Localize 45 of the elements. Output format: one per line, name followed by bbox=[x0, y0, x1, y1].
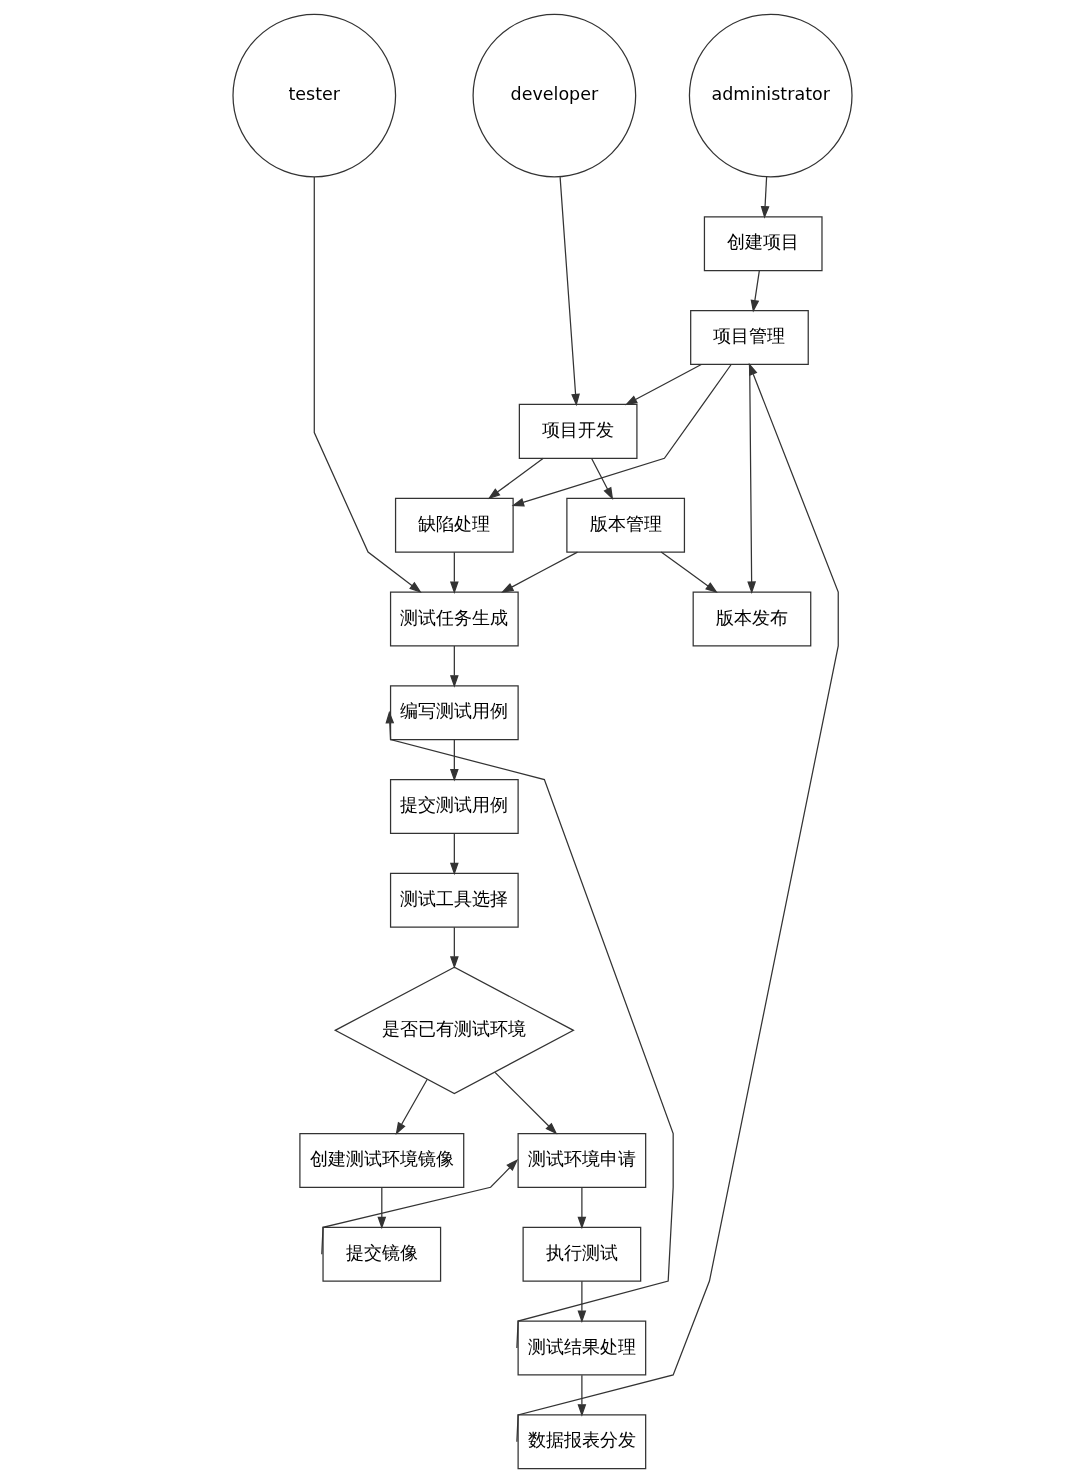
node-box: 执行测试 bbox=[522, 1226, 641, 1282]
node-diamond: 是否已有测试环境 bbox=[333, 966, 575, 1094]
node-box: 缺陷处理 bbox=[394, 497, 514, 553]
arrow bbox=[577, 1186, 586, 1229]
node-box: 提交镜像 bbox=[321, 1226, 441, 1282]
arrow bbox=[395, 1078, 428, 1135]
arrow bbox=[746, 363, 756, 594]
arrow bbox=[660, 550, 718, 593]
node-circle: developer bbox=[471, 13, 636, 178]
arrow bbox=[449, 645, 459, 688]
arrow bbox=[515, 362, 839, 1442]
node-box: 项目开发 bbox=[518, 403, 638, 459]
arrow bbox=[750, 269, 760, 313]
node-box: 版本发布 bbox=[692, 590, 811, 646]
arrow bbox=[493, 1071, 557, 1135]
node-circle: tester bbox=[231, 13, 396, 178]
arrow bbox=[376, 1186, 386, 1229]
arrow bbox=[449, 738, 459, 781]
node-box: 项目管理 bbox=[689, 309, 809, 365]
node-box: 编写测试用例 bbox=[389, 684, 519, 740]
arrow bbox=[320, 1158, 518, 1255]
node-circle: administrator bbox=[688, 13, 853, 178]
arrow bbox=[487, 457, 544, 499]
arrow bbox=[511, 363, 732, 506]
arrow bbox=[577, 1280, 586, 1323]
node-box: 测试结果处理 bbox=[517, 1320, 646, 1375]
arrow bbox=[449, 551, 459, 594]
arrow bbox=[313, 175, 422, 593]
node-box: 创建项目 bbox=[703, 215, 823, 271]
node-box: 提交测试用例 bbox=[389, 778, 519, 834]
arrow bbox=[449, 832, 459, 875]
node-box: 创建测试环境镜像 bbox=[298, 1132, 464, 1188]
node-box: 测试工具选择 bbox=[389, 872, 519, 928]
arrow bbox=[577, 1374, 586, 1417]
node-box: 测试环境申请 bbox=[517, 1132, 646, 1188]
arrow bbox=[590, 457, 613, 500]
arrow bbox=[384, 710, 674, 1349]
node-box: 测试任务生成 bbox=[389, 590, 519, 646]
arrow bbox=[624, 363, 702, 405]
node-box: 版本管理 bbox=[565, 497, 685, 553]
arrow bbox=[760, 175, 769, 219]
arrow bbox=[449, 926, 459, 969]
arrow bbox=[500, 550, 578, 593]
node-box: 数据报表分发 bbox=[517, 1413, 646, 1469]
arrow bbox=[559, 176, 580, 406]
